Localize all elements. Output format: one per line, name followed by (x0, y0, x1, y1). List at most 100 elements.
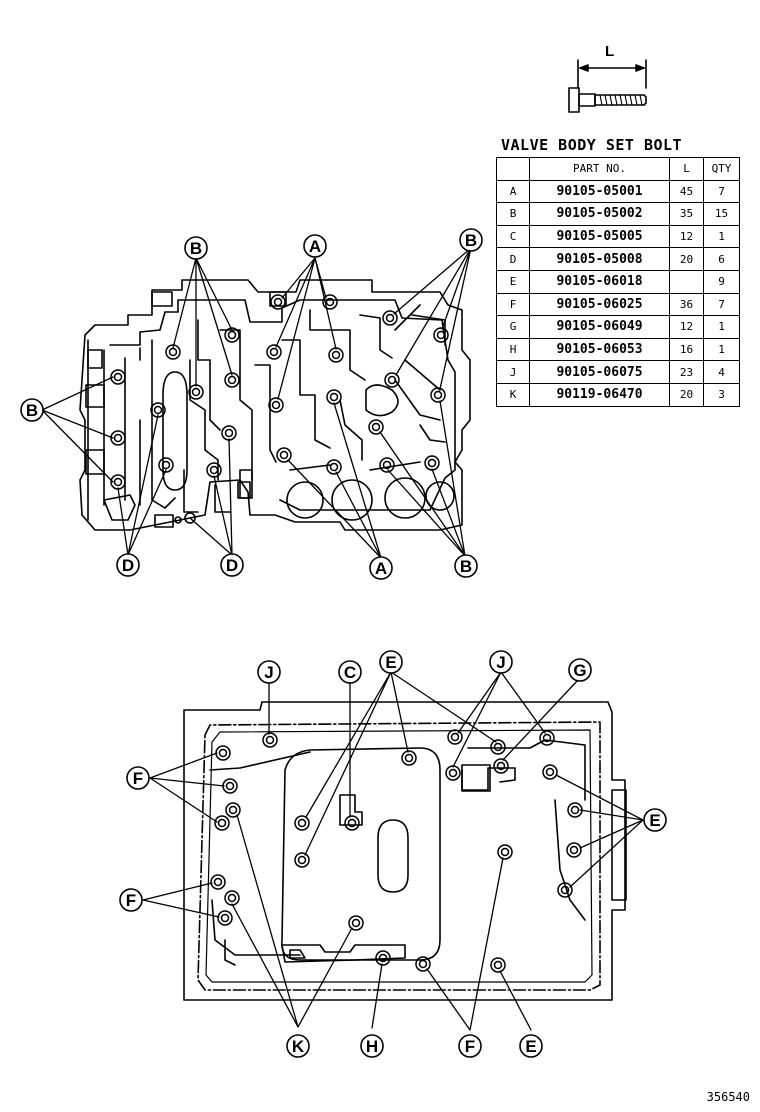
row-part-no: 90105-05005 (529, 224, 670, 249)
callout-bubble-lower-e2 (643, 808, 667, 832)
table-title: VALVE BODY SET BOLT (501, 136, 683, 154)
row-part-no: 90105-06049 (529, 315, 670, 339)
row-length: 20 (669, 247, 704, 271)
callout-bubble-upper-b3 (20, 398, 44, 422)
callout-bubble-lower-g (568, 658, 592, 682)
header-key (496, 157, 530, 181)
row-length: 20 (669, 382, 704, 407)
row-key: G (496, 315, 530, 339)
row-qty: 4 (703, 360, 740, 384)
row-part-no: 90105-06053 (529, 337, 670, 362)
callout-label-upper-a1: A (309, 237, 321, 256)
row-part-no: 90105-05008 (529, 247, 670, 271)
table-row: B 90105-05002 35 15 (496, 202, 740, 226)
callout-bubble-lower-j1 (257, 660, 281, 684)
row-qty: 15 (703, 202, 740, 226)
callout-bubble-upper-d2 (220, 553, 244, 577)
row-length: 16 (669, 337, 704, 362)
row-qty: 3 (703, 382, 740, 407)
callout-label-upper-a2: A (375, 559, 387, 578)
callouts (20, 228, 667, 1058)
callout-bubble-lower-k (286, 1034, 310, 1058)
row-part-no: 90105-06075 (529, 360, 670, 384)
callout-bubble-upper-a1 (303, 234, 327, 258)
table-row: D 90105-05008 20 6 (496, 247, 740, 271)
callout-label-upper-b1: B (190, 239, 202, 258)
table-row: J 90105-06075 23 4 (496, 360, 740, 384)
row-qty: 1 (703, 337, 740, 362)
row-length: 23 (669, 360, 704, 384)
table-row: K 90119-06470 20 3 (496, 382, 740, 407)
figure-number: 356540 (706, 1090, 750, 1104)
callout-bubble-upper-d1 (116, 553, 140, 577)
callout-label-lower-e3: E (525, 1037, 536, 1056)
callout-bubble-lower-e1 (379, 650, 403, 674)
table-row: G 90105-06049 12 1 (496, 315, 740, 339)
header-length: L (669, 157, 704, 181)
callout-label-lower-f1: F (133, 769, 143, 788)
row-key: E (496, 269, 530, 294)
row-key: B (496, 202, 530, 226)
callout-label-lower-e2: E (649, 811, 660, 830)
table-row: E 90105-06018 9 (496, 269, 740, 294)
bolt-table: PART NO. L QTY A 90105-05001 45 7 B 9010… (496, 157, 740, 407)
callout-bubble-upper-b2 (459, 228, 483, 252)
callout-label-lower-j1: J (264, 663, 273, 682)
row-key: F (496, 292, 530, 317)
callout-label-lower-j2: J (496, 653, 505, 672)
callout-label-upper-d2: D (226, 556, 238, 575)
row-qty: 9 (703, 269, 740, 294)
callout-bubble-lower-f2 (119, 888, 143, 912)
row-part-no: 90105-06018 (529, 269, 670, 294)
table-row: H 90105-06053 16 1 (496, 337, 740, 362)
dimension-label: L (605, 43, 614, 60)
row-length: 35 (669, 202, 704, 226)
header-part-no: PART NO. (529, 157, 670, 181)
callout-label-lower-e1: E (385, 653, 396, 672)
callout-bubble-upper-b4 (454, 554, 478, 578)
table-row: A 90105-05001 45 7 (496, 179, 740, 204)
bolt-icon (568, 59, 647, 113)
upper-valve-body (41, 247, 472, 559)
table-header-row: PART NO. L QTY (496, 157, 740, 181)
row-key: A (496, 179, 530, 204)
row-key: H (496, 337, 530, 362)
callout-label-lower-h: H (366, 1037, 378, 1056)
row-part-no: 90119-06470 (529, 382, 670, 407)
callout-bubble-lower-f1 (126, 766, 150, 790)
callout-bubble-lower-f3 (458, 1034, 482, 1058)
row-length: 45 (669, 179, 704, 204)
callout-bubble-lower-h (360, 1034, 384, 1058)
callout-bubble-upper-b1 (184, 236, 208, 260)
row-key: D (496, 247, 530, 271)
callout-label-upper-b3: B (26, 401, 38, 420)
callout-label-lower-g: G (573, 661, 586, 680)
callout-label-upper-b4: B (460, 557, 472, 576)
callout-bubble-lower-e3 (519, 1034, 543, 1058)
header-qty: QTY (703, 157, 740, 181)
row-part-no: 90105-06025 (529, 292, 670, 317)
row-qty: 7 (703, 179, 740, 204)
callout-label-upper-b2: B (465, 231, 477, 250)
table-row: F 90105-06025 36 7 (496, 292, 740, 317)
row-length: 12 (669, 315, 704, 339)
row-key: C (496, 224, 530, 249)
table-row: C 90105-05005 12 1 (496, 224, 740, 249)
row-part-no: 90105-05002 (529, 202, 670, 226)
row-key: K (496, 382, 530, 407)
callout-label-lower-c: C (344, 663, 356, 682)
row-key: J (496, 360, 530, 384)
callout-bubble-lower-c (338, 660, 362, 684)
row-qty: 7 (703, 292, 740, 317)
callout-label-upper-d1: D (122, 556, 134, 575)
row-qty: 6 (703, 247, 740, 271)
lower-valve-body (142, 671, 644, 1031)
row-qty: 1 (703, 315, 740, 339)
callout-label-lower-k: K (292, 1037, 305, 1056)
row-length (669, 269, 704, 294)
row-part-no: 90105-05001 (529, 179, 670, 204)
callout-bubble-upper-a2 (369, 556, 393, 580)
callout-label-lower-f3: F (465, 1037, 475, 1056)
